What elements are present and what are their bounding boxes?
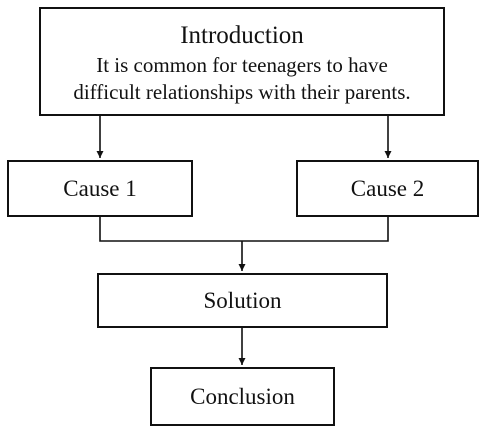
solution-label: Solution <box>203 287 282 313</box>
solution-box: Solution <box>97 273 388 328</box>
introduction-text-line-2: difficult relationships with their paren… <box>73 80 411 104</box>
cause-2-box: Cause 2 <box>296 160 479 217</box>
connector-causes-merge <box>99 217 389 242</box>
conclusion-box: Conclusion <box>150 367 335 426</box>
introduction-text-line-1: It is common for teenagers to have <box>96 53 388 77</box>
cause-2-label: Cause 2 <box>350 175 425 201</box>
conclusion-label: Conclusion <box>190 383 295 409</box>
introduction-box: Introduction It is common for teenagers … <box>39 7 445 116</box>
cause-1-label: Cause 1 <box>63 175 137 201</box>
cause-1-box: Cause 1 <box>7 160 193 217</box>
introduction-text: It is common for teenagers to have diffi… <box>73 52 410 106</box>
introduction-title: Introduction <box>180 22 304 49</box>
